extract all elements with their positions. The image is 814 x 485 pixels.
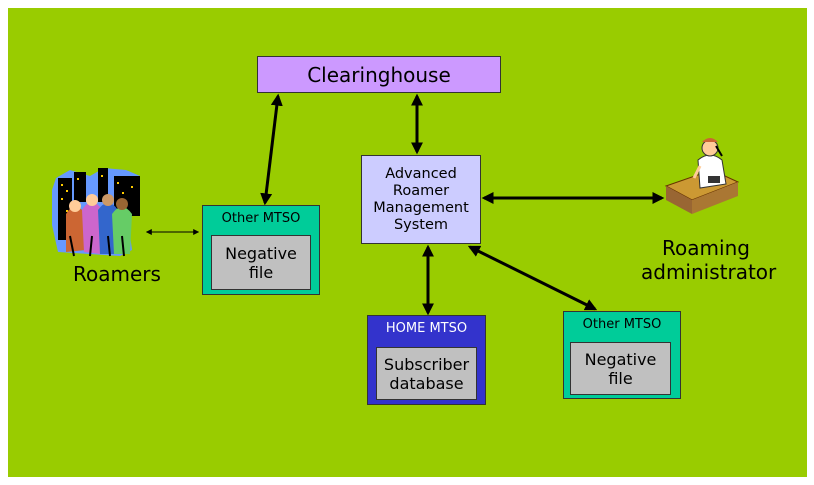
roamers-label: Roamers: [73, 262, 161, 286]
subscriber-database-box: Subscriber database: [376, 347, 477, 400]
arms-line-2: Roamer: [392, 182, 450, 199]
negative-file-right-line-1: Negative: [584, 349, 657, 369]
admin-label-line-1: Roaming: [662, 236, 750, 260]
other-mtso-right-header: Other MTSO: [582, 317, 662, 332]
clearinghouse-box: Clearinghouse: [257, 56, 501, 93]
other-mtso-left-box: Other MTSO Negative file: [202, 205, 320, 295]
home-mtso-header: HOME MTSO: [385, 321, 468, 336]
subscriber-database-line-2: database: [389, 373, 464, 393]
negative-file-right-line-2: file: [608, 368, 633, 388]
roaming-administrator-icon: [664, 138, 740, 214]
negative-file-right-box: Negative file: [570, 342, 671, 395]
admin-label-line-2: administrator: [641, 260, 777, 284]
arms-line-1: Advanced: [385, 165, 457, 182]
arms-line-3: Management: [373, 199, 469, 216]
other-mtso-right-box: Other MTSO Negative file: [563, 311, 681, 399]
arms-box: Advanced Roamer Management System: [361, 155, 481, 244]
subscriber-database-line-1: Subscriber: [383, 354, 470, 374]
arrow-clearinghouse-other-mtso: [260, 93, 283, 206]
arrow-arms-other-mtso-right: [467, 245, 598, 311]
negative-file-left-line-2: file: [248, 262, 274, 282]
negative-file-left-line-1: Negative: [225, 243, 297, 263]
other-mtso-left-header: Other MTSO: [221, 211, 301, 226]
arms-line-4: System: [393, 216, 449, 233]
negative-file-left-box: Negative file: [211, 235, 311, 290]
home-mtso-box: HOME MTSO Subscriber database: [367, 315, 486, 405]
roamers-crowd-icon: [52, 168, 140, 257]
clearinghouse-label: Clearinghouse: [307, 62, 451, 87]
roaming-administrator-label: Roaming administrator: [641, 236, 777, 284]
